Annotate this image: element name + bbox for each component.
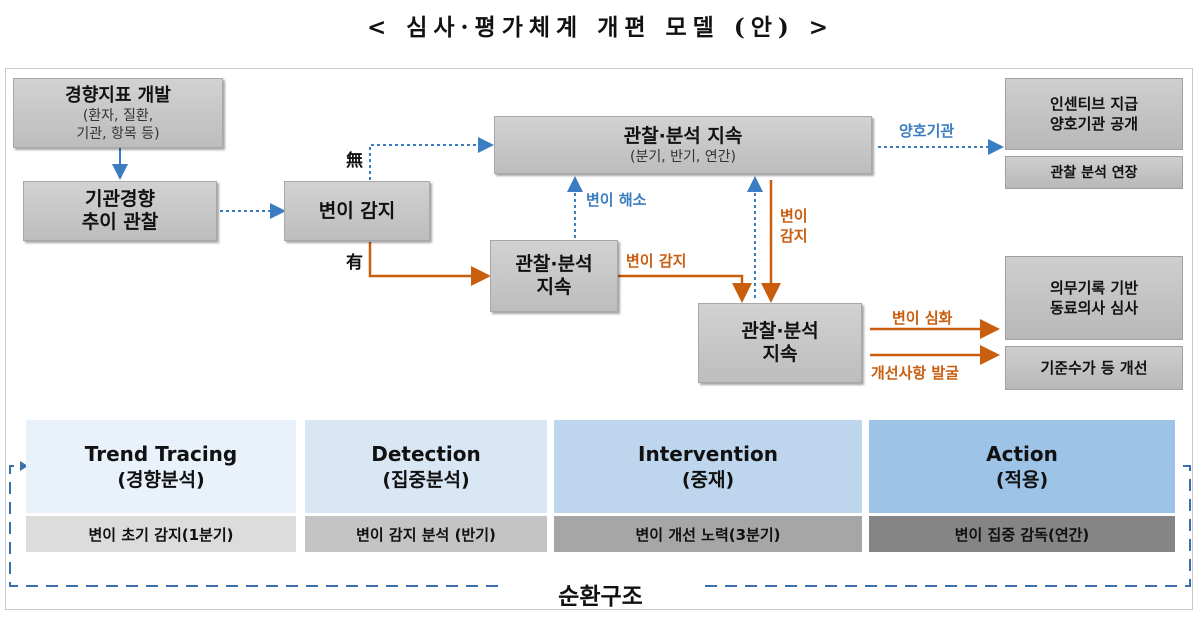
arrow-none-to-continue [369, 137, 494, 180]
detect-title: 변이 감지 [318, 199, 396, 222]
stage-action-ko: (적용) [995, 468, 1049, 491]
stage-detection-ko: (집중분석) [382, 468, 470, 491]
stage-detection-sub: 변이 감지 분석 (반기) [305, 516, 547, 552]
diagram-frame [5, 68, 1193, 610]
cycle-loop-left [9, 465, 498, 587]
trend-observe-box: 기관경향 추이 관찰 [23, 181, 217, 241]
continue-mid-box: 관찰·분석 지속 [490, 240, 618, 312]
trend-observe-title: 기관경향 추이 관찰 [81, 188, 159, 233]
peer-review-box: 의무기록 기반 동료의사 심사 [1005, 256, 1183, 340]
detect-box: 변이 감지 [284, 181, 430, 241]
standard-box: 기준수가 등 개선 [1005, 346, 1183, 390]
trend-index-sub: (환자, 질환, 기관, 항목 등) [76, 107, 160, 142]
continue-top-title: 관찰·분석 지속 [623, 124, 743, 147]
cycle-label: 순환구조 [558, 584, 643, 610]
label-none: 無 [346, 151, 363, 171]
extend-box: 관찰 분석 연장 [1005, 156, 1183, 189]
stage-trend-tracing: Trend Tracing (경향분석) [26, 420, 296, 513]
cycle-arrowhead [20, 461, 28, 471]
incentive-box: 인센티브 지급 양호기관 공개 [1005, 78, 1183, 150]
stage-trend-tracing-sub: 변이 초기 감지(1분기) [26, 516, 296, 552]
continue-low-title: 관찰·분석 지속 [741, 320, 819, 365]
label-detected-vertical: 변이 감지 [780, 207, 808, 245]
trend-index-box: 경향지표 개발 (환자, 질환, 기관, 항목 등) [13, 78, 223, 148]
continue-top-sub: (분기, 반기, 연간) [629, 148, 736, 165]
continue-top-box: 관찰·분석 지속 (분기, 반기, 연간) [494, 116, 872, 174]
label-has: 有 [346, 253, 363, 273]
arrow-has-to-continue [368, 242, 491, 286]
label-improvement: 개선사항 발굴 [871, 364, 960, 382]
stage-action-sub: 변이 집중 감독(연간) [869, 516, 1175, 552]
continue-low-box: 관찰·분석 지속 [698, 303, 862, 383]
cycle-loop-right [705, 465, 1191, 587]
stage-action-en: Action [986, 441, 1058, 466]
stage-intervention-sub: 변이 개선 노력(3분기) [554, 516, 862, 552]
stage-intervention: Intervention (중재) [554, 420, 862, 513]
stage-intervention-ko: (중재) [681, 468, 735, 491]
continue-mid-title: 관찰·분석 지속 [515, 253, 593, 298]
stage-intervention-en: Intervention [638, 441, 778, 466]
page-title: < 심사·평가체계 개편 모델 (안) > [366, 14, 835, 41]
stage-trend-tracing-ko: (경향분석) [117, 468, 205, 491]
arrow-mid-to-low [618, 274, 752, 303]
stage-action: Action (적용) [869, 420, 1175, 513]
label-intensified: 변이 심화 [892, 309, 953, 327]
label-good-institution: 양호기관 [899, 122, 955, 140]
stage-trend-tracing-en: Trend Tracing [84, 441, 238, 466]
stage-detection-en: Detection [371, 441, 481, 466]
stage-detection: Detection (집중분석) [305, 420, 547, 513]
trend-index-title: 경향지표 개발 [65, 84, 171, 106]
label-detected: 변이 감지 [626, 252, 687, 270]
label-resolved: 변이 해소 [586, 191, 647, 209]
